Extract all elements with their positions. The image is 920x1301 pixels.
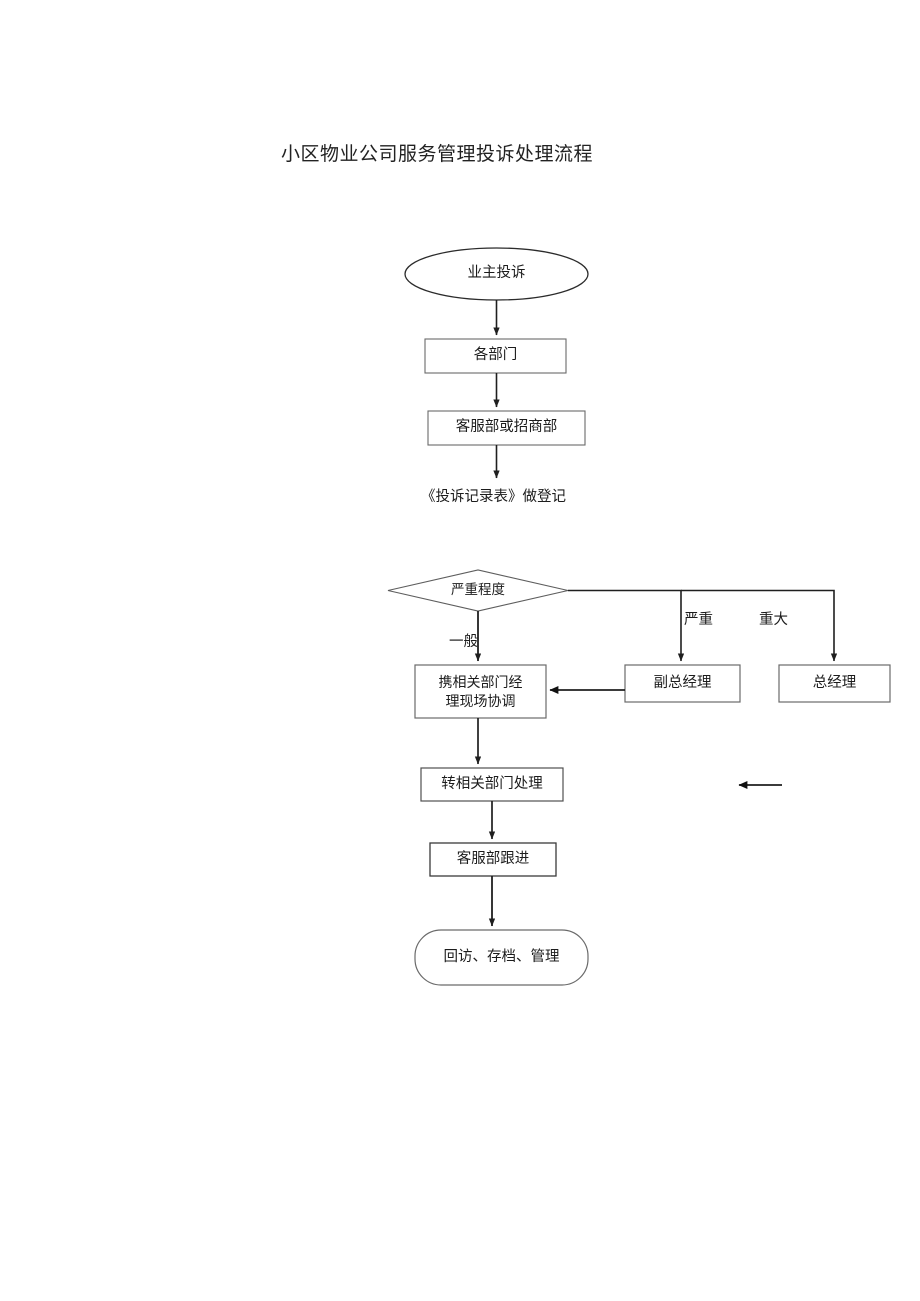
node-general-manager-shape bbox=[778, 664, 891, 703]
edge-label-general: 一般 bbox=[449, 634, 478, 650]
node-transfer-dept-shape bbox=[420, 767, 564, 802]
node-archive-manage-shape bbox=[414, 929, 589, 986]
edge-label-major: 重大 bbox=[759, 612, 788, 628]
edge-severity-to-general-manager bbox=[681, 589, 838, 662]
edge-severity-to-deputy-gm bbox=[568, 589, 685, 662]
node-departments-shape bbox=[424, 338, 567, 374]
node-onsite-coord-shape bbox=[414, 664, 547, 719]
node-deputy-gm-shape bbox=[624, 664, 741, 703]
node-severity-shape bbox=[387, 569, 569, 612]
record-form-note: 《投诉记录表》做登记 bbox=[421, 489, 566, 505]
node-service-or-invest-shape bbox=[427, 410, 586, 446]
page-title: 小区物业公司服务管理投诉处理流程 bbox=[281, 144, 594, 165]
edge-label-serious: 严重 bbox=[684, 612, 713, 628]
node-service-followup-shape bbox=[429, 842, 557, 877]
node-owner-complaint-shape bbox=[404, 247, 589, 301]
